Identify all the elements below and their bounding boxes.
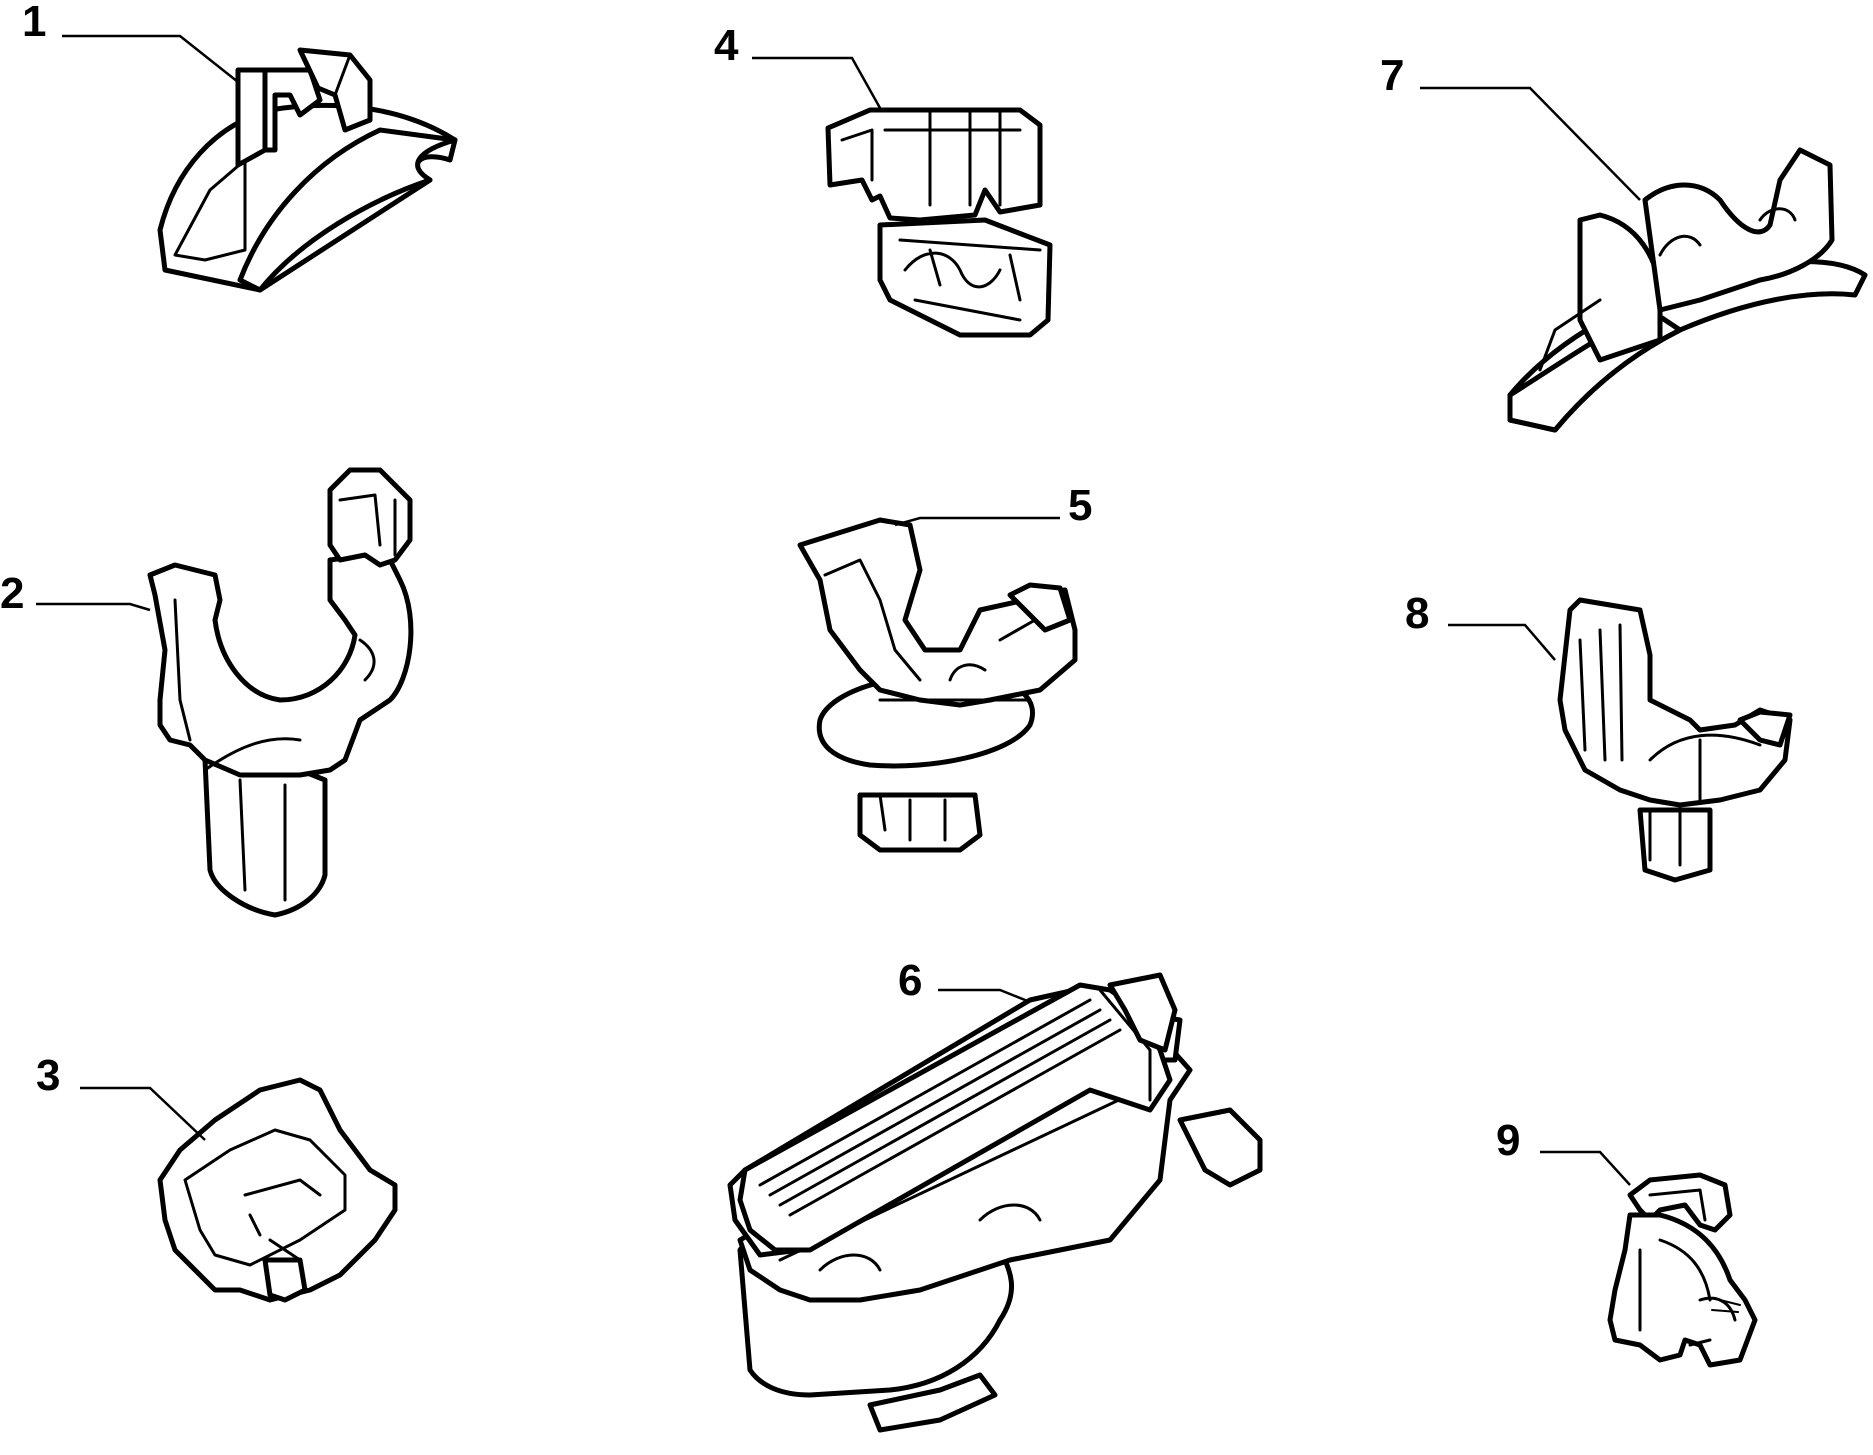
callout-9: 9: [1496, 1116, 1520, 1165]
part-4-clip: [825, 107, 1053, 338]
leader-line-4: [752, 56, 882, 109]
leader-line-2: [36, 602, 151, 612]
leader-line-5: [894, 516, 1060, 527]
leader-line-1: [62, 34, 239, 83]
callout-4: 4: [714, 21, 739, 70]
part-5-fork-clip: [797, 517, 1078, 853]
part-3-clip: [157, 1077, 398, 1303]
callout-1: 1: [22, 0, 46, 46]
callout-6: 6: [898, 956, 922, 1005]
leader-line-6: [938, 988, 1031, 1004]
callout-3: 3: [36, 1051, 60, 1100]
leader-line-9: [1540, 1150, 1631, 1186]
part-7-saddle: [1507, 147, 1868, 433]
part-8-clip: [1557, 597, 1793, 883]
leader-line-7: [1420, 86, 1641, 201]
part-1-clip: [157, 47, 458, 293]
leader-line-3: [80, 1086, 206, 1141]
callout-7: 7: [1380, 51, 1404, 100]
callout-5: 5: [1068, 481, 1092, 530]
leader-line-8: [1448, 623, 1556, 661]
part-6-channel-clip: [727, 972, 1263, 1433]
part-9-hook-clip: [1607, 1172, 1758, 1368]
callout-8: 8: [1405, 589, 1429, 638]
callout-2: 2: [0, 569, 24, 618]
part-2-bracket: [147, 467, 414, 918]
